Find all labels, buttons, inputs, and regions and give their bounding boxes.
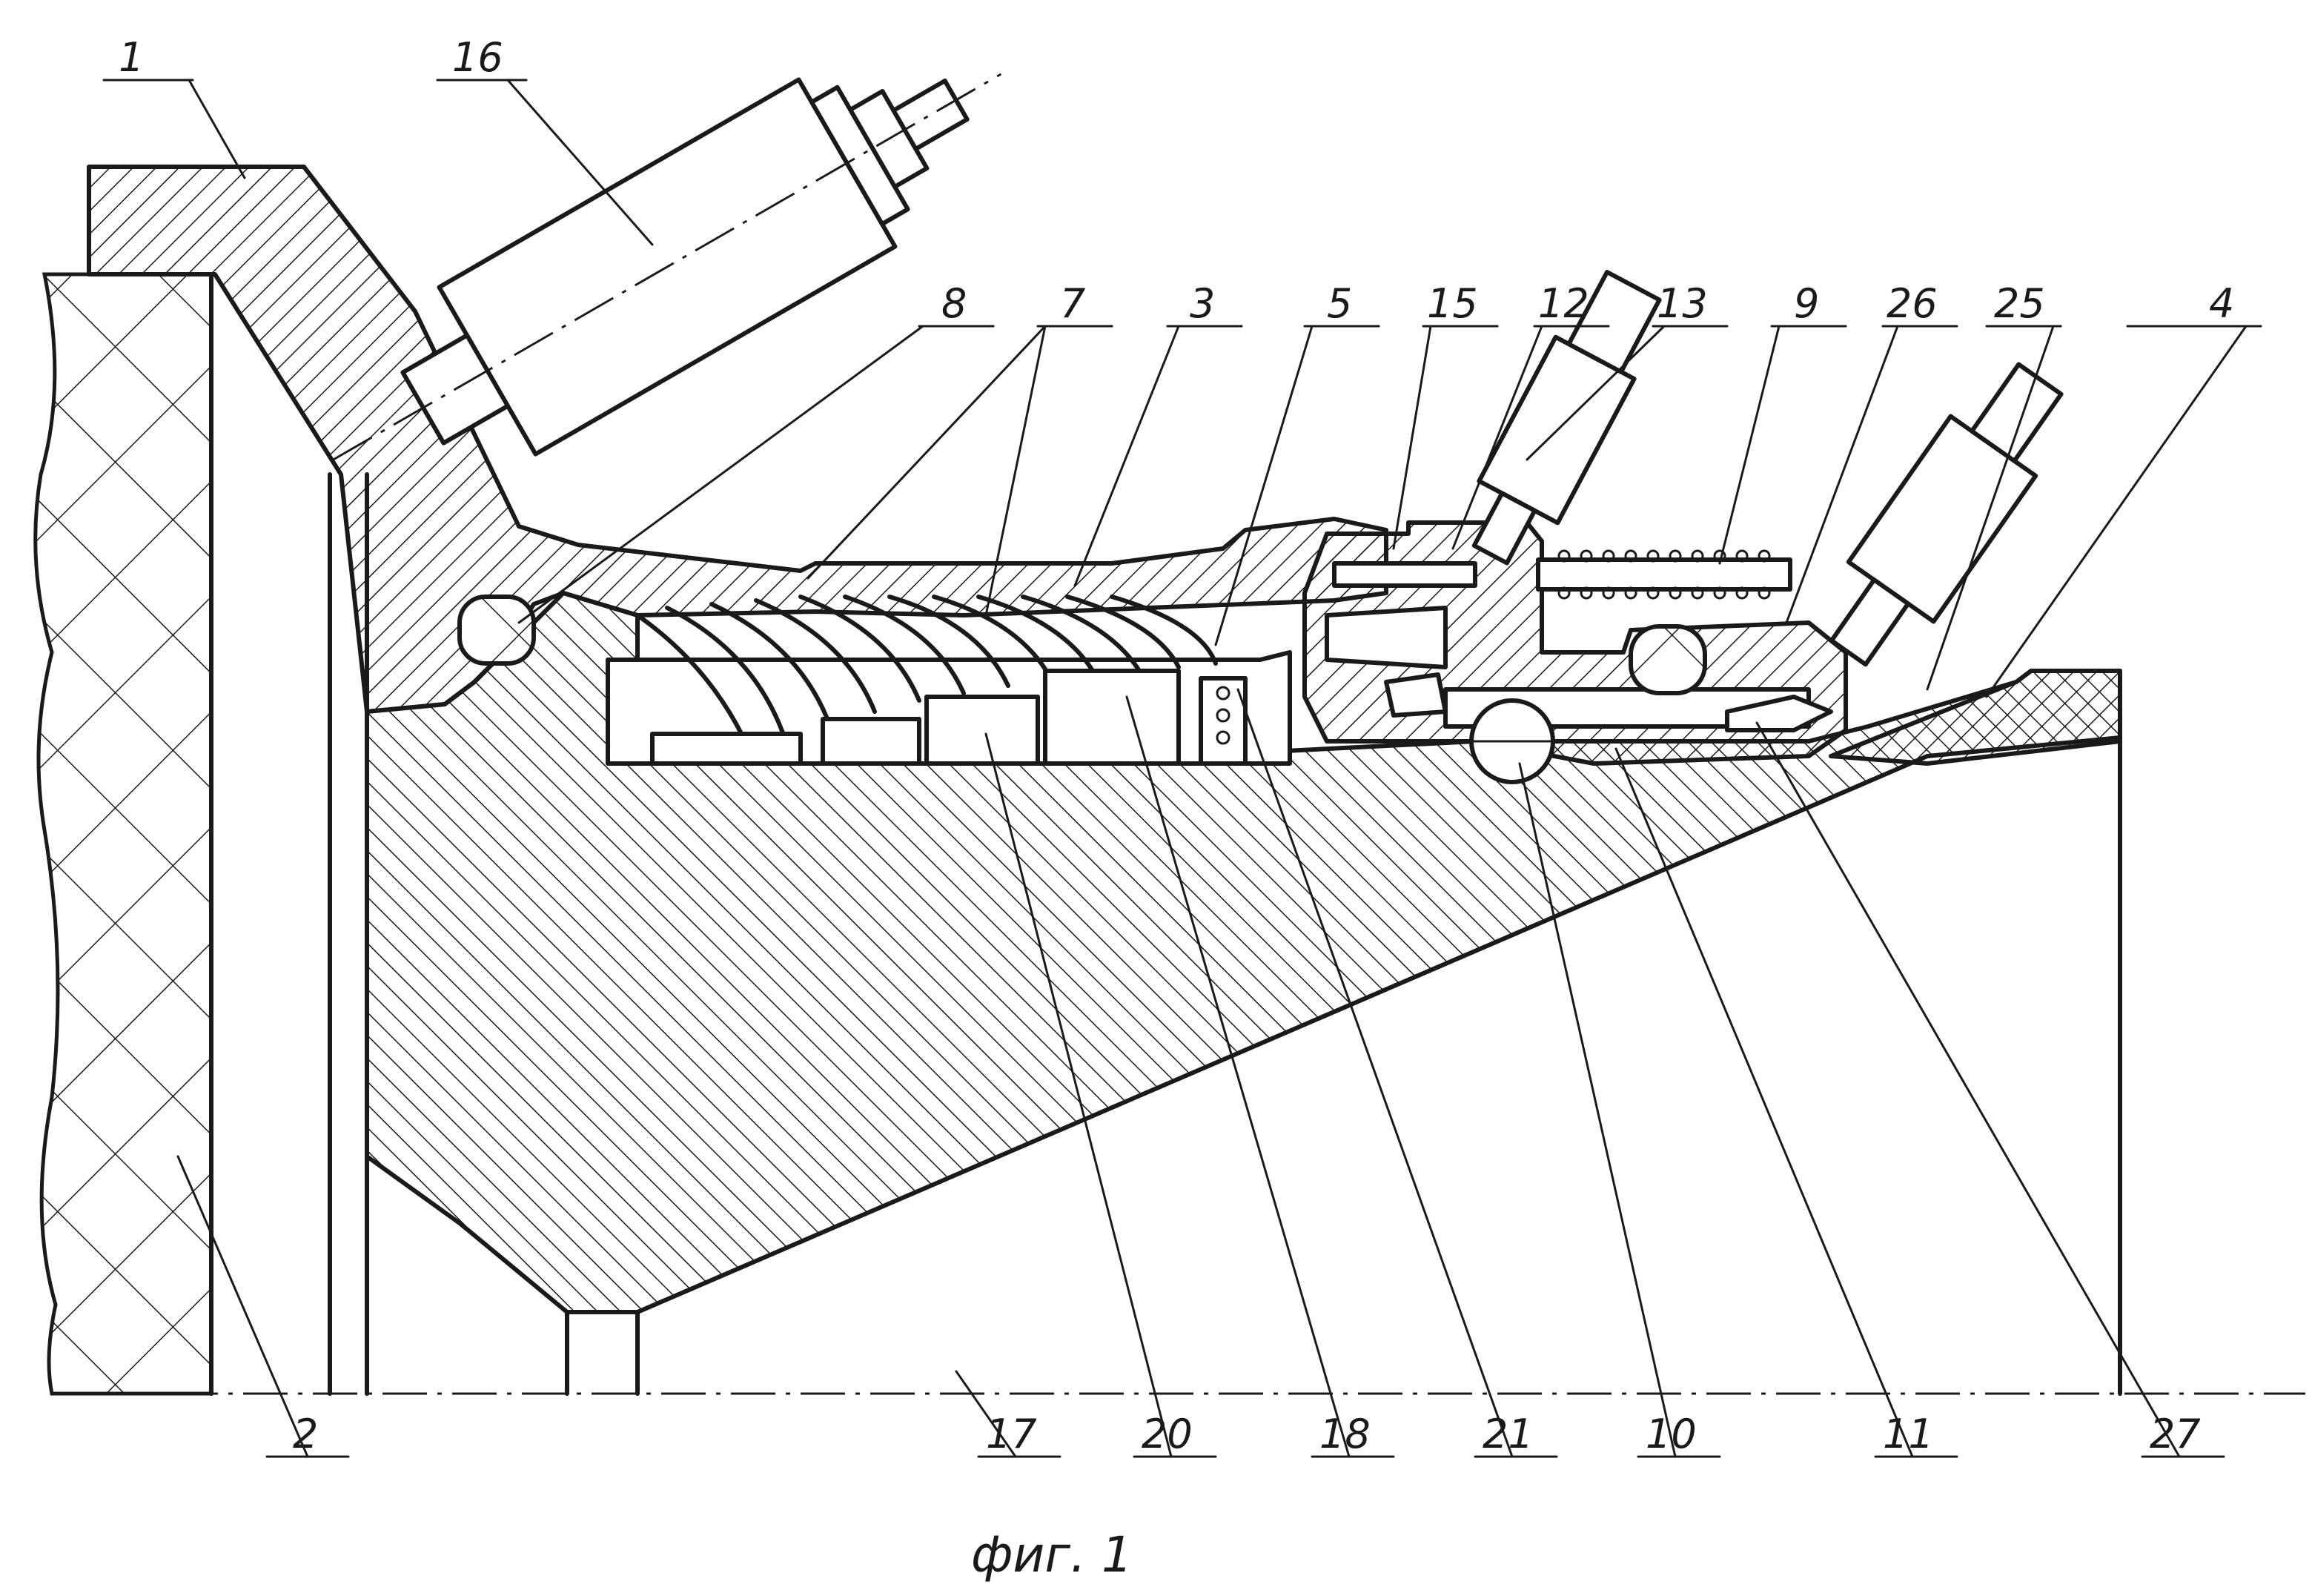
callout-4: 4 [2209,280,2234,327]
part-2-workpiece [36,274,211,1394]
part-4-flange [1831,671,2120,764]
callout-12: 12 [1538,280,1589,327]
callout-20: 20 [1142,1411,1193,1457]
part-25-sensor [1806,349,2082,682]
callout-16: 16 [452,34,503,81]
callout-2: 2 [293,1411,318,1457]
callout-18: 18 [1319,1411,1371,1457]
callout-11: 11 [1883,1411,1934,1457]
callout-10: 10 [1646,1411,1697,1457]
part-18-bearing [1045,671,1179,764]
part-10-ball [1468,701,1557,782]
callout-17: 17 [986,1411,1037,1457]
callout-27: 27 [2150,1411,2201,1457]
callout-21: 21 [1483,1411,1534,1457]
callout-7: 7 [1060,280,1085,327]
callout-8: 8 [941,280,967,327]
callout-5: 5 [1327,280,1352,327]
part-9-spring [1538,551,1790,598]
callout-3: 3 [1190,280,1215,327]
part-26-seal [1631,626,1705,693]
part-8-seal [460,597,534,663]
callout-25: 25 [1994,280,2045,327]
callout-15: 15 [1427,280,1478,327]
callout-1: 1 [119,34,144,81]
callout-26: 26 [1887,280,1938,327]
part-20-bearing [927,697,1038,764]
callout-13: 13 [1657,280,1708,327]
inner-cavity [608,597,1290,764]
callout-9: 9 [1794,280,1819,327]
figure-caption: фиг. 1 [971,1526,1133,1583]
